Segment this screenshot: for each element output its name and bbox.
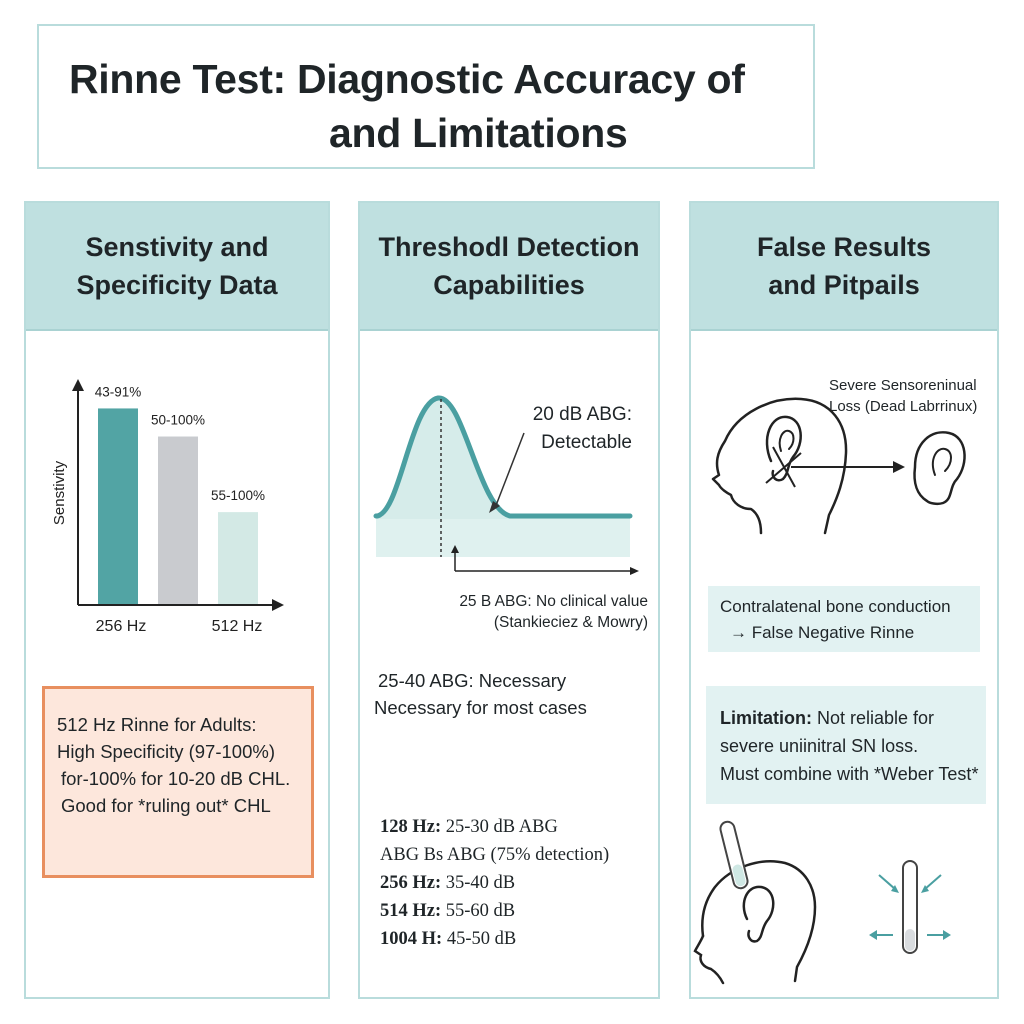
- freq-row-abg: ABG Bs ABG (75% detection): [380, 841, 609, 869]
- y-axis-label: Senstivity: [51, 460, 68, 525]
- adult-box-line-4: Good for *ruling out* CHL: [61, 795, 271, 816]
- panel-sensitivity-heading-2: Specificity Data: [76, 270, 278, 300]
- panel-false-heading-1: False Results: [756, 232, 932, 262]
- bracket-up-arrow: [451, 545, 459, 553]
- cross-mark-2: [772, 446, 796, 488]
- tuning-fork-icon: [902, 860, 918, 954]
- curve-label-line-2: Detectable: [541, 432, 632, 453]
- limitation-box: Limitation: Not reliable for severe unii…: [706, 686, 986, 804]
- y-axis-arrow: [72, 379, 84, 391]
- freq-1004-value: 45-50 dB: [442, 929, 517, 949]
- panel-false-results: False Results and Pitpails Severe Sensor…: [689, 201, 999, 999]
- limitation-line-1: Limitation: Not reliable for: [720, 704, 978, 732]
- fork-on-mastoid-fill: [732, 864, 746, 887]
- panel-sensitivity-header: Senstivity and Specificity Data: [26, 203, 328, 331]
- ear-2-icon: [742, 885, 775, 943]
- no-clinical-value-note: 25 B ABG: No clinical value (Stankieciez…: [459, 591, 648, 633]
- ear-cross-diagram: [711, 397, 966, 535]
- necessary-block: 25-40 ABG: Necessary Necessary for most …: [374, 667, 587, 721]
- sensitivity-bar-chart: 43-91% 50-100% 55-100% Senstivity 256 Hz 5…: [51, 379, 284, 633]
- freq-128-label: 128 Hz:: [380, 817, 442, 837]
- detection-curve: [373, 395, 633, 519]
- arrow-in-right: [924, 874, 942, 890]
- panel-sensitivity: Senstivity and Specificity Data 43-91% 50…: [24, 201, 330, 999]
- note-line-2: (Stankieciez & Mowry): [493, 614, 648, 631]
- panel-false-heading-2: and Pitpails: [768, 270, 920, 300]
- freq-514-label: 514 Hz:: [380, 901, 442, 921]
- face-profile-2: [693, 934, 725, 985]
- detection-curve-diagram: [373, 395, 639, 575]
- contra-line-1: Contralatenal bone conduction: [720, 597, 951, 616]
- adult-box-line-3: for-100% for 10-20 dB CHL.: [61, 768, 291, 789]
- panel-sensitivity-heading-1: Senstivity and: [85, 232, 269, 262]
- title-box: Rinne Test: Diagnostic Accuracy of and L…: [37, 24, 815, 169]
- arrow-out-right-head: [943, 930, 951, 940]
- ear-right-icon: [913, 431, 966, 506]
- tuning-fork-fill: [905, 929, 915, 951]
- head-outline-icon: [711, 397, 848, 535]
- arrow-out-left-head: [869, 930, 877, 940]
- ear-right-inner: [931, 447, 952, 476]
- freq-1004-label: 1004 H:: [380, 929, 443, 949]
- limitation-line-1-text: Not reliable for: [812, 708, 935, 728]
- dead-ear-label-line-1: Severe Sensoreninual: [829, 377, 977, 394]
- contralateral-box: Contralatenal bone conduction → False Ne…: [708, 586, 980, 652]
- dead-ear-label-line-2: Loss (Dead Labrrinux): [829, 398, 978, 415]
- bar-3: [218, 512, 258, 605]
- limitation-line-3: Must combine with *Weber Test*: [720, 764, 979, 784]
- freq-row-128: 128 Hz: 25-30 dB ABG: [380, 813, 609, 841]
- bar-label-2: 50-100%: [151, 413, 205, 428]
- page-title-line-1: Rinne Test: Diagnostic Accuracy of: [69, 56, 745, 102]
- note-line-1: 25 B ABG: No clinical value: [459, 593, 648, 610]
- bracket-right-arrow: [630, 567, 639, 575]
- freq-abg-value: ABG Bs ABG (75% detection): [380, 845, 610, 865]
- bar-label-3: 55-100%: [211, 488, 265, 503]
- curve-fill: [376, 397, 630, 519]
- ear-left-inner: [778, 429, 795, 452]
- x-axis-arrow: [272, 599, 284, 611]
- freq-row-256: 256 Hz: 35-40 dB: [380, 869, 609, 897]
- bar-2: [158, 436, 198, 605]
- panel-threshold-heading-1: Threshodl Detection: [378, 232, 640, 262]
- x-tick-label-256: 256 Hz: [96, 618, 147, 633]
- freq-128-value: 25-30 dB ABG: [441, 817, 558, 837]
- bar-1: [98, 408, 138, 605]
- freq-256-label: 256 Hz:: [380, 873, 442, 893]
- panel-threshold-header: Threshodl Detection Capabilities: [360, 203, 658, 331]
- frequency-list: 128 Hz: 25-30 dB ABG ABG Bs ABG (75% det…: [380, 813, 609, 953]
- contra-line-2: → False Negative Rinne: [730, 623, 915, 642]
- panel-threshold-heading-2: Capabilities: [433, 270, 585, 300]
- dead-ear-label: Severe Sensoreninual Loss (Dead Labrrinu…: [829, 375, 977, 417]
- arrow-in-left: [878, 874, 896, 890]
- limitation-line-2: severe uniinitral SN loss.: [720, 736, 919, 756]
- label-pointer-line: [494, 432, 525, 509]
- x-tick-label-512: 512 Hz: [212, 618, 263, 633]
- panel-threshold: Threshodl Detection Capabilities 20 dB A…: [358, 201, 660, 999]
- tuning-fork-diagram: [693, 820, 951, 985]
- page-title-line-2: and Limitations: [329, 110, 628, 156]
- threshold-band: [376, 519, 630, 557]
- label-pointer-arrow: [489, 501, 500, 513]
- adult-box-line-1: 512 Hz Rinne for Adults:: [57, 714, 257, 735]
- necessary-line-2: Necessary for most cases: [374, 697, 587, 718]
- ear-left-icon: [765, 415, 802, 482]
- limitation-text: Limitation: Not reliable for severe unii…: [720, 704, 978, 788]
- to-ear-arrow-head: [893, 461, 905, 473]
- adult-box-line-2: High Specificity (97-100%): [57, 741, 275, 762]
- adult-512hz-box: 512 Hz Rinne for Adults: High Specificit…: [42, 686, 314, 878]
- panel-false-header: False Results and Pitpails: [691, 203, 997, 331]
- arrow-in-left-head: [891, 885, 899, 893]
- arrow-in-right-head: [921, 885, 929, 893]
- curve-label: 20 dB ABG: Detectable: [360, 401, 658, 457]
- necessary-line-1: 25-40 ABG: Necessary: [378, 670, 567, 691]
- freq-514-value: 55-60 dB: [441, 901, 516, 921]
- freq-row-1004: 1004 H: 45-50 dB: [380, 925, 609, 953]
- curve-label-line-1: 20 dB ABG:: [532, 404, 632, 425]
- head-outline-2-icon: [701, 860, 817, 983]
- bar-label-1: 43-91%: [95, 384, 142, 399]
- limitation-title: Limitation:: [720, 708, 812, 728]
- freq-row-514: 514 Hz: 55-60 dB: [380, 897, 609, 925]
- freq-256-value: 35-40 dB: [441, 873, 516, 893]
